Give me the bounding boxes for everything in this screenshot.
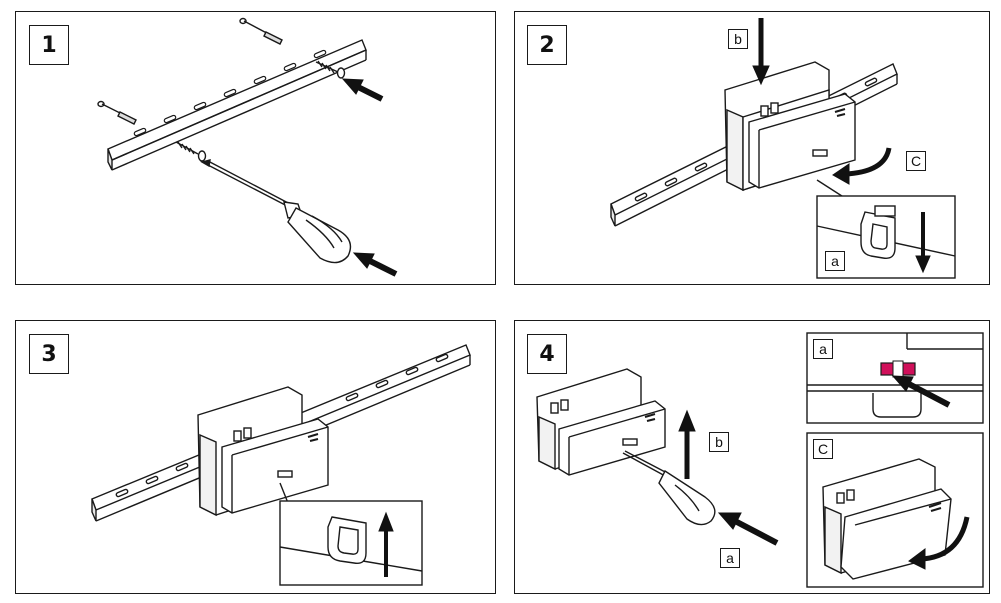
wall-plug-icon [239,17,283,45]
screw-icon [175,141,207,162]
push-arrow-icon [717,512,779,546]
step-number-badge: 2 [527,25,567,65]
device-module-icon [724,61,856,192]
rail-mounting-illustration [97,17,398,277]
curved-arrow-icon [832,147,892,185]
step-number-badge: 1 [29,25,69,65]
push-arrow-icon [915,212,931,274]
device-mounted-illustration [91,344,471,586]
panel-step-3: 3 [15,320,496,594]
device-snap-on-illustration [610,18,956,279]
screwdriver-icon [622,450,716,526]
inset-label-a: a [813,339,833,359]
rail-slots [133,49,327,137]
wall-plug-icon [97,100,137,125]
panel-step-1: 1 [15,11,496,285]
curved-arrow-icon [908,516,970,570]
label-c: C [906,151,926,171]
device-removal-illustration [536,332,984,588]
inset-label-c: C [813,439,833,459]
panel-step-4: b a a C 4 [514,320,990,594]
push-arrow-icon [752,18,770,86]
latch-clip-icon [807,333,983,418]
din-rail-icon [107,39,367,171]
step-number-badge: 3 [29,334,69,374]
push-arrow-icon [352,252,398,277]
push-arrow-icon [891,375,951,408]
latch-clip-icon [279,516,423,572]
device-module-icon [197,386,329,517]
screw-icon [315,60,346,79]
label-b: b [728,29,748,49]
zoom-leader-line [816,179,846,199]
label-b: b [709,432,729,452]
push-arrow-icon [678,409,696,479]
device-module-icon [536,368,666,476]
panel-step-2: b C a 2 [514,11,990,285]
step-number-badge: 4 [527,334,567,374]
latch-clip-icon [816,205,956,259]
screwdriver-icon [200,159,352,264]
push-arrow-icon [378,511,394,577]
zoom-leader-line [279,482,289,504]
label-a: a [720,548,740,568]
push-arrow-icon [341,78,384,102]
label-a: a [825,251,845,271]
